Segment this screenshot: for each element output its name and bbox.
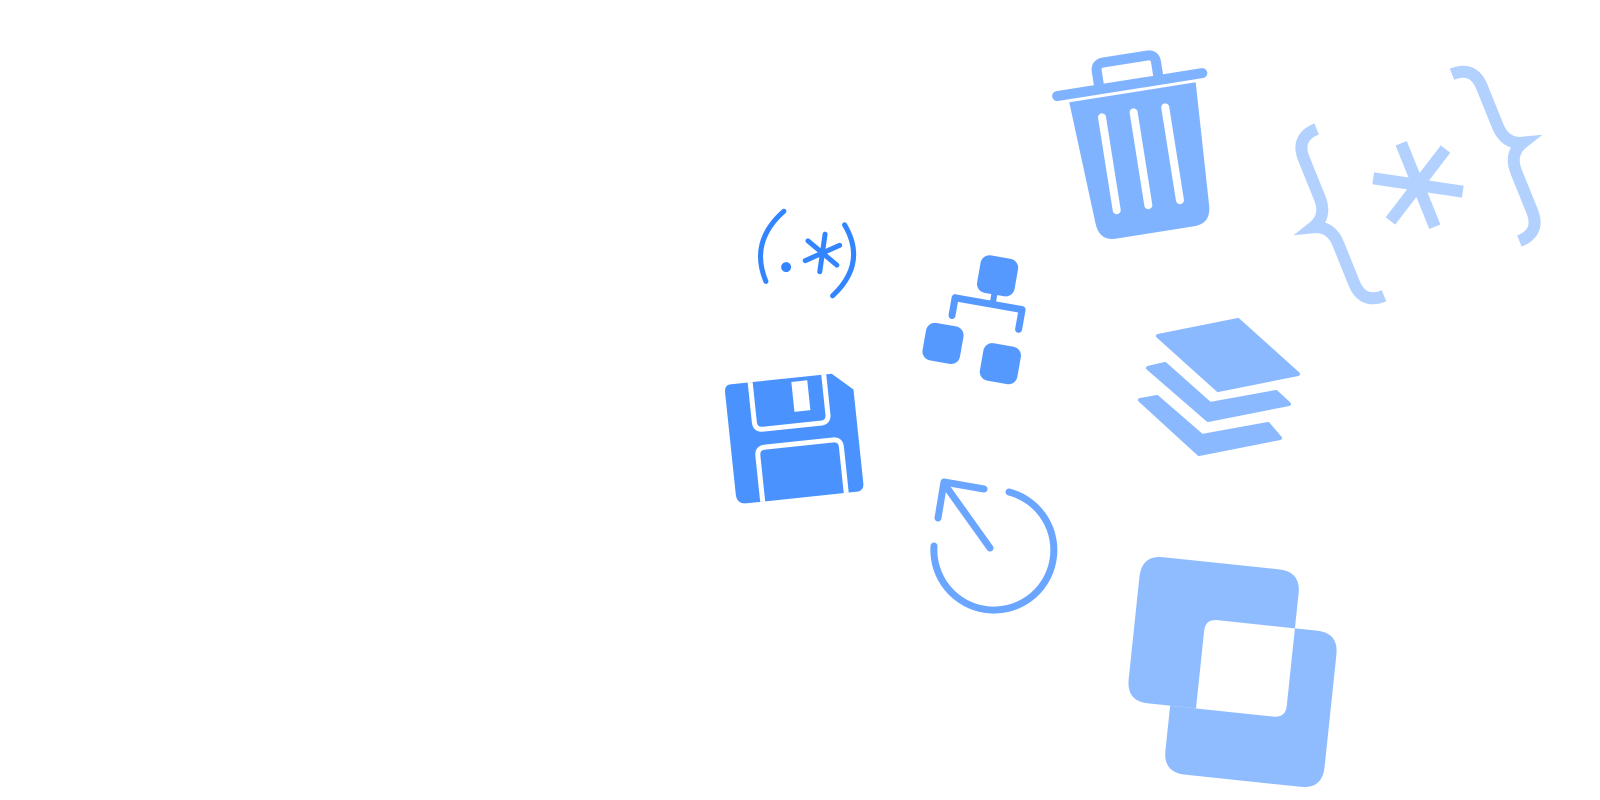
layers-icon [1138,318,1300,456]
restore-icon [930,478,1058,614]
regex-icon [758,208,857,299]
save-icon [725,373,864,504]
braces-asterisk-icon [1293,65,1543,305]
overlapping-squares-icon [1128,557,1337,787]
trash-icon [1052,50,1210,239]
hierarchy-icon [922,255,1026,385]
